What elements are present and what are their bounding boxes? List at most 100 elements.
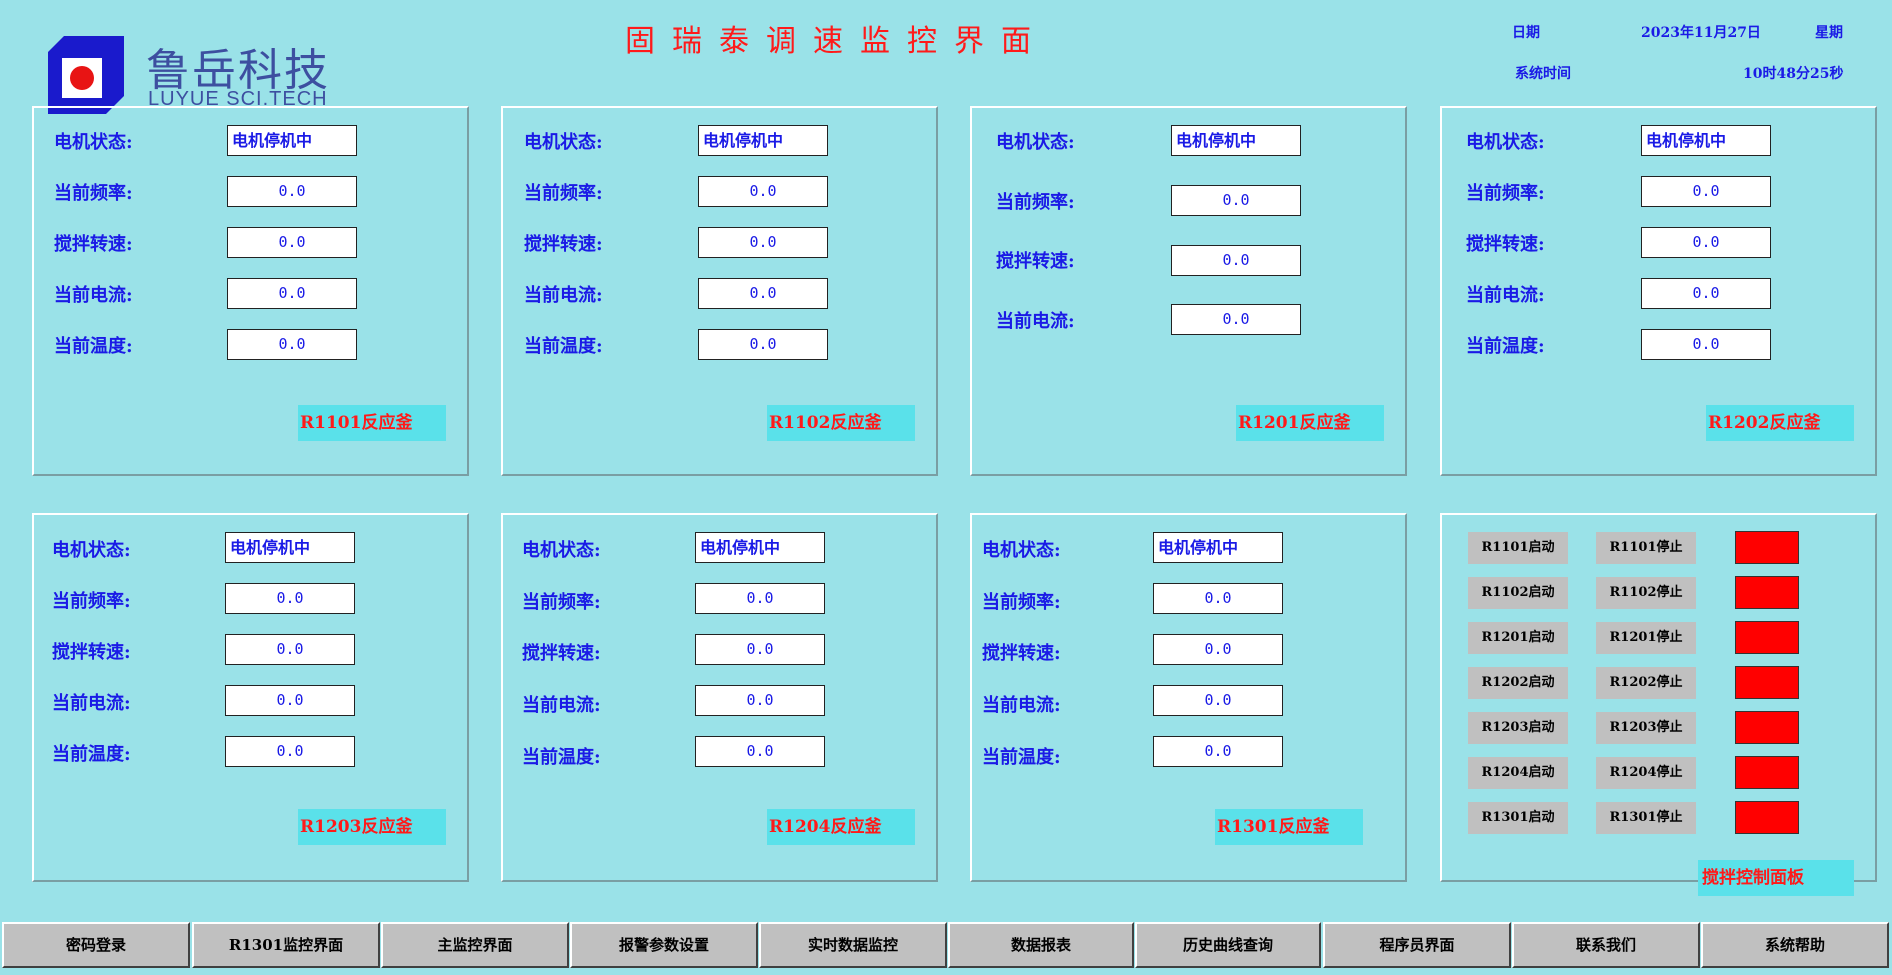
motor-status-field: 电机停机中 (698, 125, 828, 156)
frequency-field: 0.0 (1153, 583, 1283, 614)
date-label: 日期 (1512, 25, 1540, 41)
temperature-label: 当前温度: (982, 747, 1061, 768)
reactor-panel-r1202: 电机状态: 电机停机中 当前频率: 0.0 搅拌转速: 0.0 当前电流: 0.… (1440, 106, 1877, 476)
current-field: 0.0 (695, 685, 825, 716)
r1301-status-indicator (1735, 801, 1799, 834)
nav-realtime-data-button[interactable]: 实时数据监控 (759, 922, 947, 968)
motor-status-field: 电机停机中 (1153, 532, 1283, 563)
reactor-name-label: R1203反应釜 (298, 809, 446, 845)
current-label: 当前电流: (522, 695, 601, 716)
system-time-value: 10时48分25秒 (1743, 66, 1844, 82)
stir-control-panel: R1101启动 R1101停止 R1102启动 R1102停止 R1201启动 … (1440, 513, 1877, 896)
r1101-start-button[interactable]: R1101启动 (1468, 532, 1568, 564)
nav-data-report-button[interactable]: 数据报表 (948, 922, 1134, 968)
r1203-stop-button[interactable]: R1203停止 (1596, 712, 1696, 744)
r1204-start-button[interactable]: R1204启动 (1468, 757, 1568, 789)
r1202-stop-button[interactable]: R1202停止 (1596, 667, 1696, 699)
stir-speed-field: 0.0 (1641, 227, 1771, 258)
motor-status-field: 电机停机中 (1171, 125, 1301, 156)
frequency-field: 0.0 (698, 176, 828, 207)
motor-status-field: 电机停机中 (1641, 125, 1771, 156)
nav-system-help-button[interactable]: 系统帮助 (1701, 922, 1889, 968)
stir-speed-label: 搅拌转速: (522, 643, 601, 664)
r1101-status-indicator (1735, 531, 1799, 564)
stir-speed-field: 0.0 (227, 227, 357, 258)
motor-status-label: 电机状态: (1466, 132, 1545, 153)
current-label: 当前电流: (524, 285, 603, 306)
motor-status-label: 电机状态: (524, 132, 603, 153)
date-value: 2023年11月27日 (1641, 25, 1761, 41)
frequency-label: 当前频率: (982, 592, 1061, 613)
company-logo-icon (48, 36, 124, 114)
current-field: 0.0 (225, 685, 355, 716)
reactor-panel-r1203: 电机状态: 电机停机中 当前频率: 0.0 搅拌转速: 0.0 当前电流: 0.… (32, 513, 469, 882)
temperature-field: 0.0 (225, 736, 355, 767)
temperature-field: 0.0 (1153, 736, 1283, 767)
stir-speed-field: 0.0 (225, 634, 355, 665)
logo-chinese-text: 鲁岳科技 (146, 45, 330, 96)
frequency-field: 0.0 (227, 176, 357, 207)
nav-programmer-button[interactable]: 程序员界面 (1323, 922, 1511, 968)
frequency-label: 当前频率: (522, 592, 601, 613)
stir-speed-field: 0.0 (1153, 634, 1283, 665)
motor-status-label: 电机状态: (522, 540, 601, 561)
r1101-stop-button[interactable]: R1101停止 (1596, 532, 1696, 564)
r1102-start-button[interactable]: R1102启动 (1468, 577, 1568, 609)
temperature-label: 当前温度: (522, 747, 601, 768)
reactor-name-label: R1202反应釜 (1706, 405, 1854, 441)
system-time-label: 系统时间 (1515, 66, 1571, 82)
r1202-start-button[interactable]: R1202启动 (1468, 667, 1568, 699)
reactor-name-label: R1204反应釜 (767, 809, 915, 845)
r1204-status-indicator (1735, 756, 1799, 789)
current-field: 0.0 (698, 278, 828, 309)
stir-speed-label: 搅拌转速: (996, 251, 1075, 272)
stir-speed-label: 搅拌转速: (1466, 234, 1545, 255)
frequency-field: 0.0 (1641, 176, 1771, 207)
reactor-name-label: R1301反应釜 (1215, 809, 1363, 845)
r1301-stop-button[interactable]: R1301停止 (1596, 802, 1696, 834)
stir-speed-field: 0.0 (695, 634, 825, 665)
motor-status-field: 电机停机中 (227, 125, 357, 156)
frequency-label: 当前频率: (996, 192, 1075, 213)
r1201-stop-button[interactable]: R1201停止 (1596, 622, 1696, 654)
motor-status-field: 电机停机中 (225, 532, 355, 563)
r1102-status-indicator (1735, 576, 1799, 609)
temperature-label: 当前温度: (52, 744, 131, 765)
r1203-status-indicator (1735, 711, 1799, 744)
nav-main-monitor-button[interactable]: 主监控界面 (381, 922, 569, 968)
reactor-name-label: R1201反应釜 (1236, 405, 1384, 441)
motor-status-label: 电机状态: (982, 540, 1061, 561)
stir-speed-field: 0.0 (698, 227, 828, 258)
temperature-field: 0.0 (1641, 329, 1771, 360)
frequency-label: 当前频率: (54, 183, 133, 204)
r1102-stop-button[interactable]: R1102停止 (1596, 577, 1696, 609)
reactor-name-label: R1101反应釜 (298, 405, 446, 441)
r1202-status-indicator (1735, 666, 1799, 699)
nav-contact-us-button[interactable]: 联系我们 (1512, 922, 1700, 968)
reactor-panel-r1204: 电机状态: 电机停机中 当前频率: 0.0 搅拌转速: 0.0 当前电流: 0.… (501, 513, 938, 882)
reactor-panel-r1102: 电机状态: 电机停机中 当前频率: 0.0 搅拌转速: 0.0 当前电流: 0.… (501, 106, 938, 476)
temperature-label: 当前温度: (524, 336, 603, 357)
page-title: 固瑞泰调速监控界面 (625, 24, 1048, 59)
control-panel-title: 搅拌控制面板 (1698, 860, 1854, 896)
frequency-label: 当前频率: (52, 591, 131, 612)
frequency-field: 0.0 (225, 583, 355, 614)
reactor-panel-r1201: 电机状态: 电机停机中 当前频率: 0.0 搅拌转速: 0.0 当前电流: 0.… (970, 106, 1407, 476)
frequency-label: 当前频率: (524, 183, 603, 204)
nav-history-curve-button[interactable]: 历史曲线查询 (1135, 922, 1321, 968)
reactor-name-label: R1102反应釜 (767, 405, 915, 441)
motor-status-label: 电机状态: (996, 132, 1075, 153)
current-label: 当前电流: (982, 695, 1061, 716)
r1301-start-button[interactable]: R1301启动 (1468, 802, 1568, 834)
nav-password-login-button[interactable]: 密码登录 (2, 922, 190, 968)
r1204-stop-button[interactable]: R1204停止 (1596, 757, 1696, 789)
r1203-start-button[interactable]: R1203启动 (1468, 712, 1568, 744)
logo-english-text: LUYUE SCI.TECH (148, 88, 328, 110)
current-field: 0.0 (1171, 304, 1301, 335)
nav-r1301-monitor-button[interactable]: R1301监控界面 (192, 922, 380, 968)
frequency-field: 0.0 (1171, 185, 1301, 216)
stir-speed-label: 搅拌转速: (54, 234, 133, 255)
nav-alarm-settings-button[interactable]: 报警参数设置 (570, 922, 758, 968)
temperature-label: 当前温度: (1466, 336, 1545, 357)
r1201-start-button[interactable]: R1201启动 (1468, 622, 1568, 654)
